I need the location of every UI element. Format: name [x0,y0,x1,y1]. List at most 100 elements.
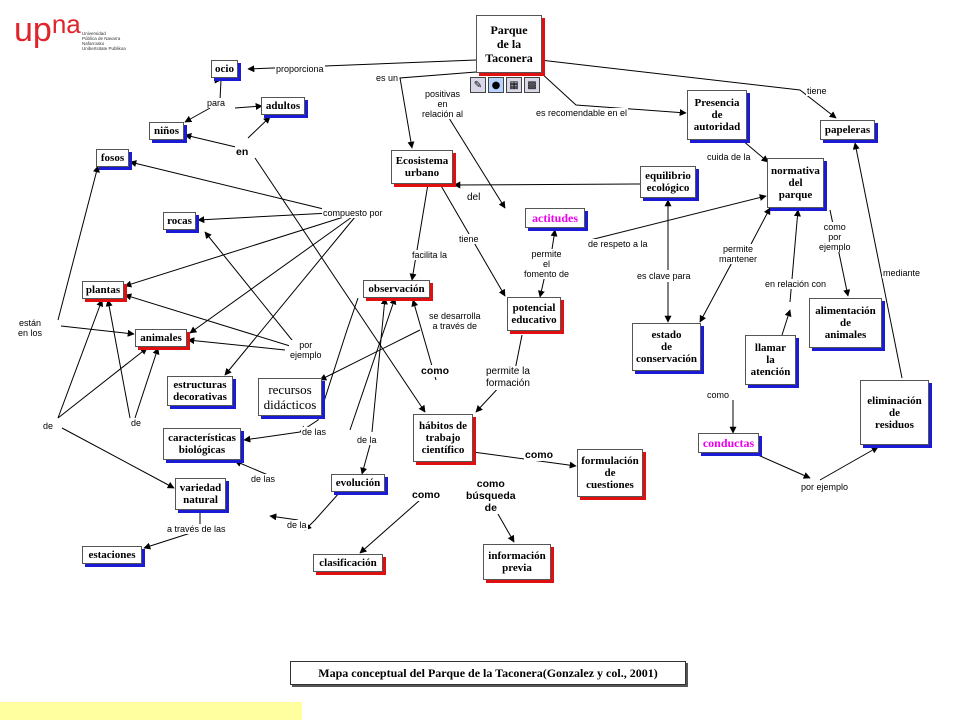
label-de-las-2: de las [250,474,277,484]
connector-line [409,183,429,281]
connector-line [741,139,769,163]
node-ocio[interactable]: ocio [211,60,238,78]
label-permite-formacion: permite la formación [485,366,531,390]
connector-line [217,79,225,101]
node-plantas[interactable]: plantas [82,281,124,299]
connector-line [60,325,135,337]
connector-line [57,299,104,419]
node-estado[interactable]: estado de conservación [632,323,701,371]
footer-highlight-bar [0,702,302,720]
connector-line [269,513,299,521]
connector-line [757,454,811,479]
label-del: del [466,192,482,203]
globe-icon[interactable]: ● [488,77,504,93]
upna-logo: upna Universidad Pública de Navarra Nafa… [14,6,126,58]
label-como-form: como [524,449,555,461]
connector-line [539,71,687,117]
label-de-la-1: de la [356,435,378,445]
node-llamar[interactable]: llamar la atención [745,335,796,385]
connector-line [299,297,359,433]
node-fosos[interactable]: fosos [96,149,129,167]
label-como-ejemplo: como por ejemplo [818,222,852,252]
label-respeto: de respeto a la [587,239,649,249]
label-tiene-mid: tiene [458,234,480,244]
label-compuesto: compuesto por [322,208,384,218]
node-estructuras[interactable]: estructuras decorativas [167,376,233,406]
node-observacion[interactable]: observación [363,280,430,298]
label-positivas: positivas en relación al [421,89,465,119]
label-como-cond: como [706,390,731,400]
connector-line [105,299,131,419]
node-eliminacion[interactable]: eliminación de residuos [860,380,929,445]
label-a-traves: a través de las [166,524,227,534]
node-alimentacion[interactable]: alimentación de animales [809,298,882,348]
node-estaciones[interactable]: estaciones [82,546,142,564]
connector-line [399,71,477,149]
node-formulacion[interactable]: formulación de cuestiones [577,449,643,497]
node-equilibrio[interactable]: equilibrio ecológico [640,166,696,198]
connector-line [781,309,792,336]
label-para: para [206,98,227,108]
connector-line [699,254,737,323]
node-ninos[interactable]: niños [149,122,184,140]
node-papeleras[interactable]: papeleras [820,120,875,140]
connector-line [124,293,291,347]
label-por-ejemplo: por ejemplo [289,340,323,360]
node-rocas[interactable]: rocas [163,212,196,230]
connector-line [749,207,771,247]
node-presencia[interactable]: Presencia de autoridad [687,90,747,140]
label-como-clas: como [411,489,442,501]
label-por-ejemplo-2: por ejemplo [800,482,850,492]
node-recursos[interactable]: recursos didácticos [258,378,322,416]
connector-line [224,216,356,376]
node-caracteristicas[interactable]: características biológicas [163,428,241,460]
connector-line [371,297,388,433]
label-permite-mantener: permite mantener [718,244,759,264]
node-clasificacion[interactable]: clasificación [313,554,383,572]
label-como-obs: como [420,365,451,377]
connector-line [453,181,641,189]
connector-line [443,109,506,209]
connector-line [234,102,263,110]
node-conductas[interactable]: conductas [698,433,759,453]
note-icon[interactable]: ✎ [470,77,486,93]
connector-line [184,107,211,123]
document-icon[interactable]: ▩ [524,77,540,93]
node-potencial[interactable]: potencial educativo [507,297,561,331]
label-cuida: cuida de la [706,152,752,162]
node-animales[interactable]: animales [135,329,187,347]
label-recomendable: es recomendable en el [535,108,629,118]
node-normativa[interactable]: normativa del parque [767,158,824,208]
connector-line [134,347,160,419]
connector-line [61,427,175,489]
node-parque[interactable]: Parque de la Taconera [476,15,542,73]
connector-line [304,491,341,531]
label-facilita: facilita la [411,250,449,260]
label-relacion-con: en relación con [764,279,828,289]
connector-line [819,446,879,481]
node-adultos[interactable]: adultos [261,97,305,115]
connector-line [243,431,301,443]
node-variedad[interactable]: variedad natural [175,478,226,510]
connector-line [589,194,767,241]
node-evolucion[interactable]: evolución [331,474,385,492]
connector-line [349,297,397,431]
film-icon[interactable]: ▦ [506,77,522,93]
logo-university-name: Universidad Pública de Navarra Nafarroak… [82,31,126,51]
node-habitos[interactable]: hábitos de trabajo científico [413,414,473,462]
node-informacion[interactable]: información previa [483,544,551,580]
label-mediante: mediante [882,268,922,278]
node-ecosistema[interactable]: Ecosistema urbano [391,150,453,184]
connector-line [247,116,271,139]
connector-line [189,216,353,334]
connector-line [187,337,286,351]
label-de-la-2: de la [286,520,308,530]
label-como-busqueda: como búsqueda de [465,478,517,514]
node-actitudes[interactable]: actitudes [525,208,585,228]
connector-line [57,347,148,419]
label-desarrolla: se desarrolla a través de [428,311,482,331]
label-de-left: de [42,421,55,431]
label-de-mid: de [130,418,143,428]
connector-line [129,160,341,214]
connector-line [539,59,837,119]
